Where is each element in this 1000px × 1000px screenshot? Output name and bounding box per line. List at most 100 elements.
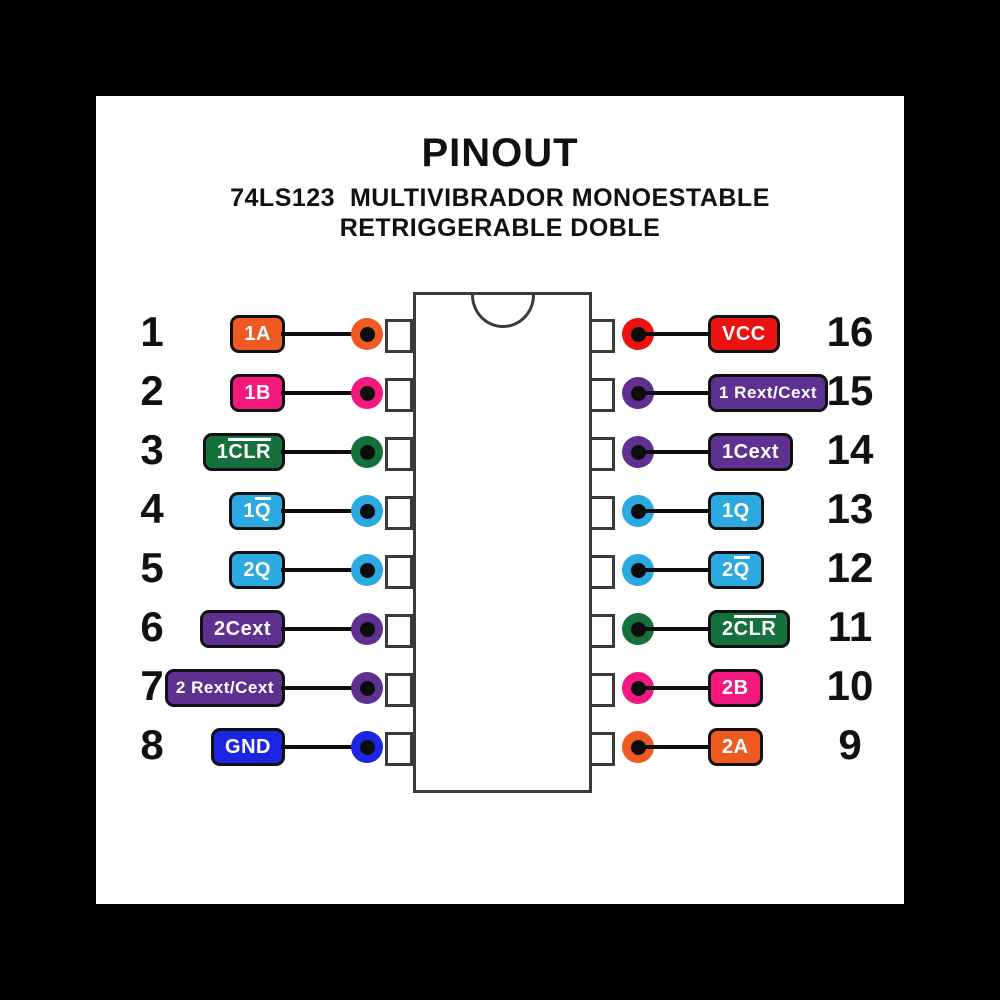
pin-number: 13 <box>826 485 874 532</box>
pin-wire <box>281 627 361 631</box>
pin-label-text: 2A <box>722 735 749 758</box>
pin-label-text: 2Q <box>243 558 271 581</box>
pin-dot <box>351 495 383 527</box>
pin-label-overline-text: Q <box>254 497 271 521</box>
pin-stub <box>385 555 413 589</box>
pin-dot-core <box>630 444 646 460</box>
pin-label-overline-text: CLR <box>228 438 271 462</box>
pin-dot-core <box>630 562 646 578</box>
pin-dot-core <box>630 326 646 342</box>
pin-wire <box>281 745 361 749</box>
page-title: PINOUT <box>421 131 579 175</box>
pin-label: 2A <box>708 728 763 766</box>
pin-dot <box>351 436 383 468</box>
pin-label-text: 2 Rext/Cext <box>175 678 274 697</box>
pin-label-text: 2 <box>722 617 734 640</box>
ic-orientation-notch <box>470 295 535 328</box>
pin-wire <box>281 391 361 395</box>
pin-wire <box>281 332 361 336</box>
pin-label: 1Q <box>708 492 764 530</box>
pin-label: 2Cext <box>200 610 285 648</box>
pin-number: 14 <box>826 426 874 473</box>
pin-number: 7 <box>140 662 164 709</box>
pin-label-text: 1 Rext/Cext <box>719 383 818 402</box>
pin-wire <box>281 509 361 513</box>
pin-label-text: 2B <box>722 676 749 699</box>
pin-dot <box>351 554 383 586</box>
pin-label: 1A <box>230 315 285 353</box>
pin-number: 12 <box>826 544 874 591</box>
subtitle-line2: RETRIGGERABLE DOBLE <box>339 214 661 242</box>
pin-dot-core <box>359 503 375 519</box>
pin-dot-core <box>359 621 375 637</box>
pin-label-overline-text: CLR <box>733 615 777 639</box>
pin-dot <box>622 318 654 350</box>
pin-dot-core <box>630 680 646 696</box>
pin-wire <box>281 450 361 454</box>
pin-stub <box>385 319 413 353</box>
pin-label-text: 1B <box>244 381 271 404</box>
pin-dot-core <box>359 680 375 696</box>
pin-dot <box>622 495 654 527</box>
pin-number: 10 <box>826 662 874 709</box>
ic-package-body <box>413 292 592 793</box>
pin-label: 1B <box>230 374 285 412</box>
pin-number: 15 <box>826 367 874 414</box>
pin-label: 2 Rext/Cext <box>164 669 285 707</box>
pin-dot-core <box>359 444 375 460</box>
pin-stub <box>385 732 413 766</box>
pin-dot-core <box>630 385 646 401</box>
pin-number: 5 <box>140 544 164 591</box>
pin-wire <box>644 745 714 749</box>
pin-wire <box>644 509 714 513</box>
pin-label: 1 Rext/Cext <box>708 374 829 412</box>
pin-label: VCC <box>708 315 780 353</box>
pin-dot-core <box>359 385 375 401</box>
pin-wire <box>644 568 714 572</box>
pin-wire <box>281 568 361 572</box>
pin-label: GND <box>211 728 285 766</box>
pin-wire <box>644 627 714 631</box>
pin-wire <box>644 332 714 336</box>
pin-dot <box>622 554 654 586</box>
pin-label-text: 1A <box>244 322 271 345</box>
pin-dot-core <box>359 562 375 578</box>
pin-label-text: 1 <box>243 499 255 522</box>
pin-stub <box>385 673 413 707</box>
pin-label-text: 1Cext <box>722 440 779 463</box>
pin-dot <box>351 731 383 763</box>
pin-number: 9 <box>838 721 862 768</box>
pin-number: 6 <box>140 603 164 650</box>
pin-number: 16 <box>826 308 874 355</box>
pin-dot-core <box>630 739 646 755</box>
pin-label-text: 2 <box>722 558 734 581</box>
pin-dot-core <box>359 739 375 755</box>
pin-number: 8 <box>140 721 164 768</box>
subtitle-line1: 74LS123 MULTIVIBRADOR MONOESTABLE <box>230 184 770 212</box>
pin-wire <box>644 391 714 395</box>
pin-label: 2Q <box>229 551 285 589</box>
pin-stub <box>385 437 413 471</box>
pin-stub <box>385 496 413 530</box>
pin-wire <box>644 686 714 690</box>
pin-label: 1Cext <box>708 433 793 471</box>
pin-label: 2B <box>708 669 763 707</box>
pin-dot <box>351 377 383 409</box>
pin-dot <box>351 672 383 704</box>
pin-number: 1 <box>140 308 164 355</box>
pin-label-text: 1 <box>216 440 229 463</box>
pin-wire <box>281 686 361 690</box>
pin-number: 3 <box>140 426 164 473</box>
pin-dot <box>351 318 383 350</box>
pin-dot-core <box>359 326 375 342</box>
pin-dot <box>351 613 383 645</box>
pin-label-text: VCC <box>722 322 766 345</box>
pin-label-text: GND <box>225 735 271 758</box>
pin-label-text: 1Q <box>722 499 750 522</box>
pin-stub <box>385 614 413 648</box>
pin-number: 2 <box>140 367 164 414</box>
pin-number: 11 <box>827 603 873 650</box>
